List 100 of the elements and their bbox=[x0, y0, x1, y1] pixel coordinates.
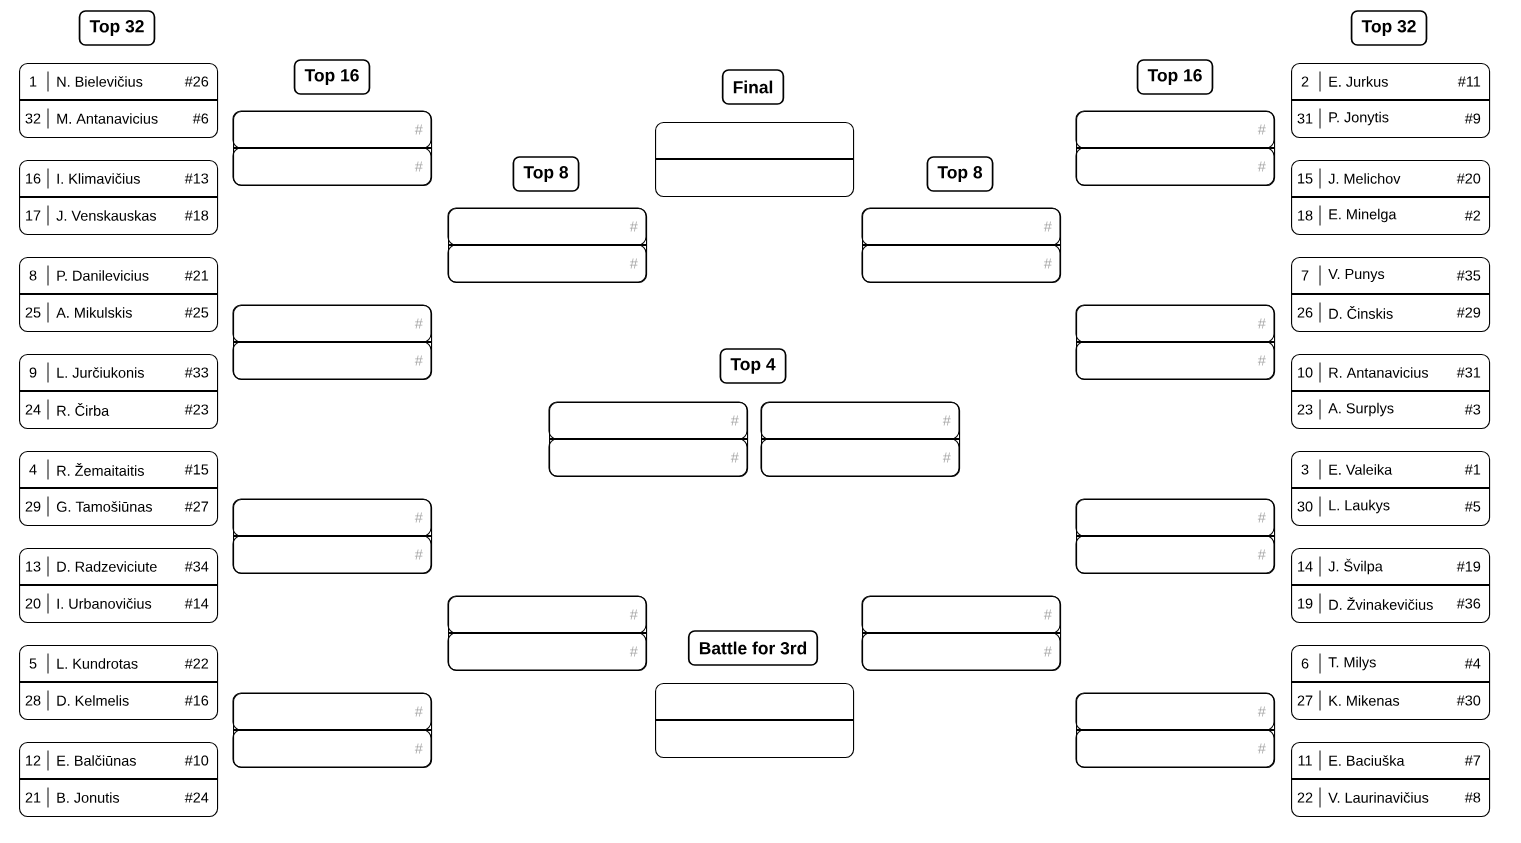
player-name: V. Laurinavičius bbox=[1328, 792, 1429, 803]
seed-number: 16 bbox=[26, 173, 41, 184]
seed-number: 20 bbox=[25, 598, 41, 609]
player-name: A. Mikulskis bbox=[56, 307, 132, 318]
seed-number: 28 bbox=[25, 695, 41, 706]
entry-field: # bbox=[232, 535, 432, 574]
player-name: J. Švilpa bbox=[1328, 558, 1383, 575]
rank-number: #29 bbox=[1456, 307, 1481, 318]
player-name: I. Urbanovičius bbox=[57, 598, 152, 609]
rank-number: #24 bbox=[184, 792, 209, 803]
round-label: Top 4 bbox=[719, 348, 787, 384]
seed-number: 15 bbox=[1298, 173, 1313, 184]
entry-field: # bbox=[861, 632, 1061, 671]
player-name: V. Punys bbox=[1328, 269, 1385, 282]
seed-number: 21 bbox=[25, 792, 41, 803]
rank-number: #5 bbox=[1464, 501, 1481, 512]
rank-number: #1 bbox=[1464, 464, 1481, 475]
seed-number: 17 bbox=[26, 210, 41, 221]
rank-number: #20 bbox=[1456, 173, 1481, 184]
player-name: L. Laukys bbox=[1329, 499, 1390, 514]
seed-number: 30 bbox=[1297, 501, 1313, 512]
seed-number: 32 bbox=[25, 113, 41, 124]
entry-field: # bbox=[861, 244, 1061, 283]
rank-number: #34 bbox=[184, 561, 209, 572]
seed-number: 31 bbox=[1297, 113, 1313, 124]
player-name: B. Jonutis bbox=[57, 792, 120, 803]
entry-field: # bbox=[447, 244, 647, 283]
entry-field: # bbox=[447, 632, 647, 671]
rank-number: #30 bbox=[1456, 695, 1481, 706]
entry-field: # bbox=[232, 110, 432, 149]
seed-number: 23 bbox=[1297, 404, 1313, 415]
seed-number: 7 bbox=[1301, 270, 1309, 281]
player-name: R. Žemaitaitis bbox=[57, 463, 144, 476]
player-name: R. Antanavicius bbox=[1329, 367, 1429, 378]
seed-number: 5 bbox=[29, 658, 37, 669]
entry-field: # bbox=[861, 595, 1061, 634]
seed-number: 1 bbox=[30, 76, 37, 87]
round-label: Top 8 bbox=[512, 156, 580, 192]
entry-field: # bbox=[232, 147, 432, 186]
rank-number: #18 bbox=[184, 210, 209, 221]
seed-number: 27 bbox=[1297, 695, 1313, 706]
seed-number: 12 bbox=[26, 755, 41, 766]
seed-number: 4 bbox=[29, 464, 37, 475]
entry-field: # bbox=[548, 438, 748, 477]
player-name: L. Kundrotas bbox=[57, 658, 138, 669]
player-name: J. Melichov bbox=[1328, 173, 1401, 184]
rank-number: #25 bbox=[184, 307, 209, 318]
seed-number: 26 bbox=[1297, 307, 1313, 318]
rank-number: #6 bbox=[192, 113, 209, 124]
entry-field: # bbox=[232, 692, 432, 731]
entry-field: # bbox=[1075, 304, 1275, 343]
player-name: L. Jurčiukonis bbox=[57, 367, 144, 378]
entry-field: # bbox=[1075, 498, 1275, 537]
seed-number: 24 bbox=[25, 404, 41, 415]
entry-field: # bbox=[760, 438, 960, 477]
rank-number: #4 bbox=[1464, 658, 1481, 669]
entry-field: # bbox=[1075, 535, 1275, 574]
rank-number: #10 bbox=[184, 755, 209, 766]
seed-number: 9 bbox=[29, 367, 37, 378]
rank-number: #27 bbox=[184, 501, 209, 512]
entry-field: # bbox=[861, 207, 1061, 246]
rank-number: #36 bbox=[1456, 598, 1481, 609]
rank-number: #33 bbox=[184, 367, 209, 378]
rank-number: #8 bbox=[1464, 792, 1481, 803]
player-name: E. Baciuška bbox=[1329, 755, 1405, 766]
entry-field: # bbox=[232, 304, 432, 343]
round-label: Top 8 bbox=[926, 156, 994, 192]
rank-number: #22 bbox=[184, 658, 209, 669]
round-label: Top 16 bbox=[1136, 59, 1214, 95]
player-name: P. Jonytis bbox=[1329, 111, 1389, 126]
player-name: M. Antanavicius bbox=[57, 113, 158, 124]
player-name: N. Bielevičius bbox=[57, 76, 143, 87]
player-name: A. Surplys bbox=[1328, 402, 1394, 417]
player-name: I. Klimavičius bbox=[57, 173, 140, 184]
player-name: P. Danilevicius bbox=[57, 270, 149, 281]
rank-number: #3 bbox=[1464, 404, 1481, 415]
entry-field: # bbox=[232, 341, 432, 380]
round-label: Top 32 bbox=[1350, 10, 1428, 46]
player-name: D. Žvinakevičius bbox=[1329, 597, 1433, 610]
rank-number: #21 bbox=[184, 270, 209, 281]
rank-number: #26 bbox=[184, 76, 209, 87]
player-name: D. Radzeviciute bbox=[57, 561, 157, 572]
seed-number: 18 bbox=[1298, 210, 1313, 221]
seed-number: 25 bbox=[25, 307, 41, 318]
rank-number: #14 bbox=[184, 598, 209, 609]
rank-number: #15 bbox=[184, 464, 209, 475]
round-label: Top 16 bbox=[293, 59, 371, 95]
entry-field: # bbox=[232, 498, 432, 537]
rank-number: #31 bbox=[1456, 367, 1481, 378]
entry-field: # bbox=[1075, 147, 1275, 186]
entry-field: # bbox=[548, 401, 748, 440]
player-name: R. Čirba bbox=[57, 403, 110, 416]
entry-field: # bbox=[760, 401, 960, 440]
rank-number: #13 bbox=[184, 173, 209, 184]
seed-number: 22 bbox=[1297, 792, 1313, 803]
round-label: Final bbox=[721, 69, 785, 105]
seed-number: 6 bbox=[1301, 658, 1309, 669]
seed-number: 14 bbox=[1298, 561, 1313, 572]
player-name: E. Minelga bbox=[1329, 208, 1397, 223]
entry-field: # bbox=[232, 729, 432, 768]
